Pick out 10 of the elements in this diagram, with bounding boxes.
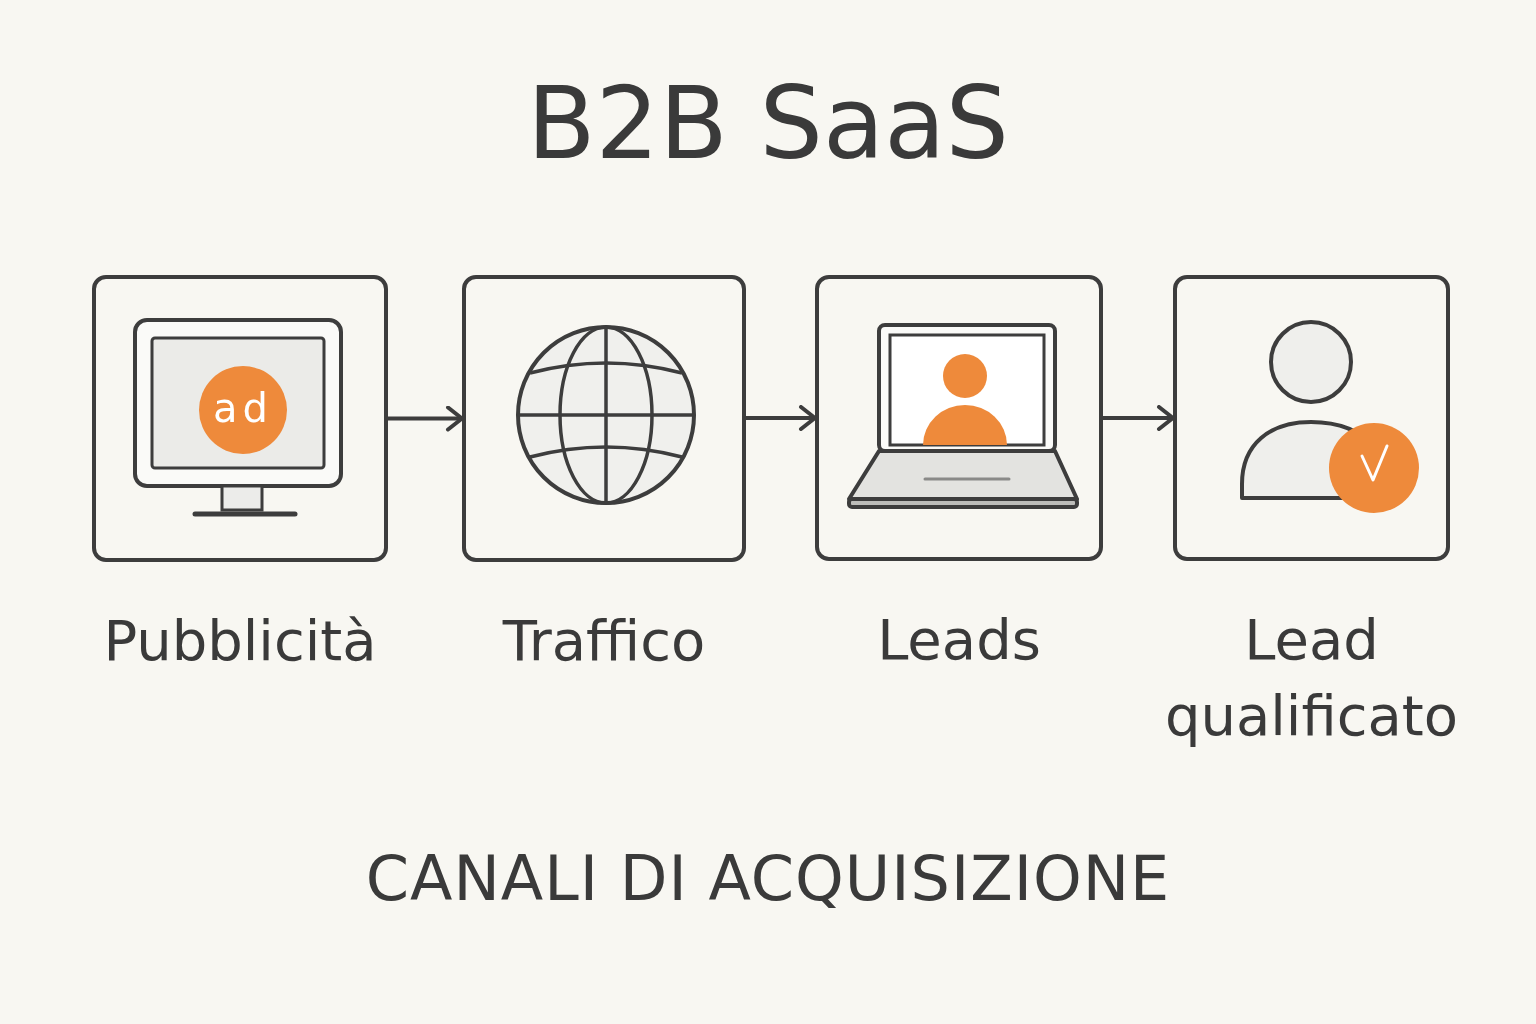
step-label: Lead qualificato [1163, 606, 1460, 750]
step-label: Pubblicità [103, 607, 377, 675]
step-label: Traffico [502, 607, 706, 675]
arrow [744, 405, 817, 431]
arrow [1101, 405, 1175, 431]
step-label: Leads [877, 606, 1041, 674]
ad-label: ad [213, 388, 273, 428]
title: B2B SaaS [526, 64, 1010, 184]
arrow [386, 405, 464, 432]
caption: CANALI DI ACQUISIZIONE [365, 842, 1171, 917]
